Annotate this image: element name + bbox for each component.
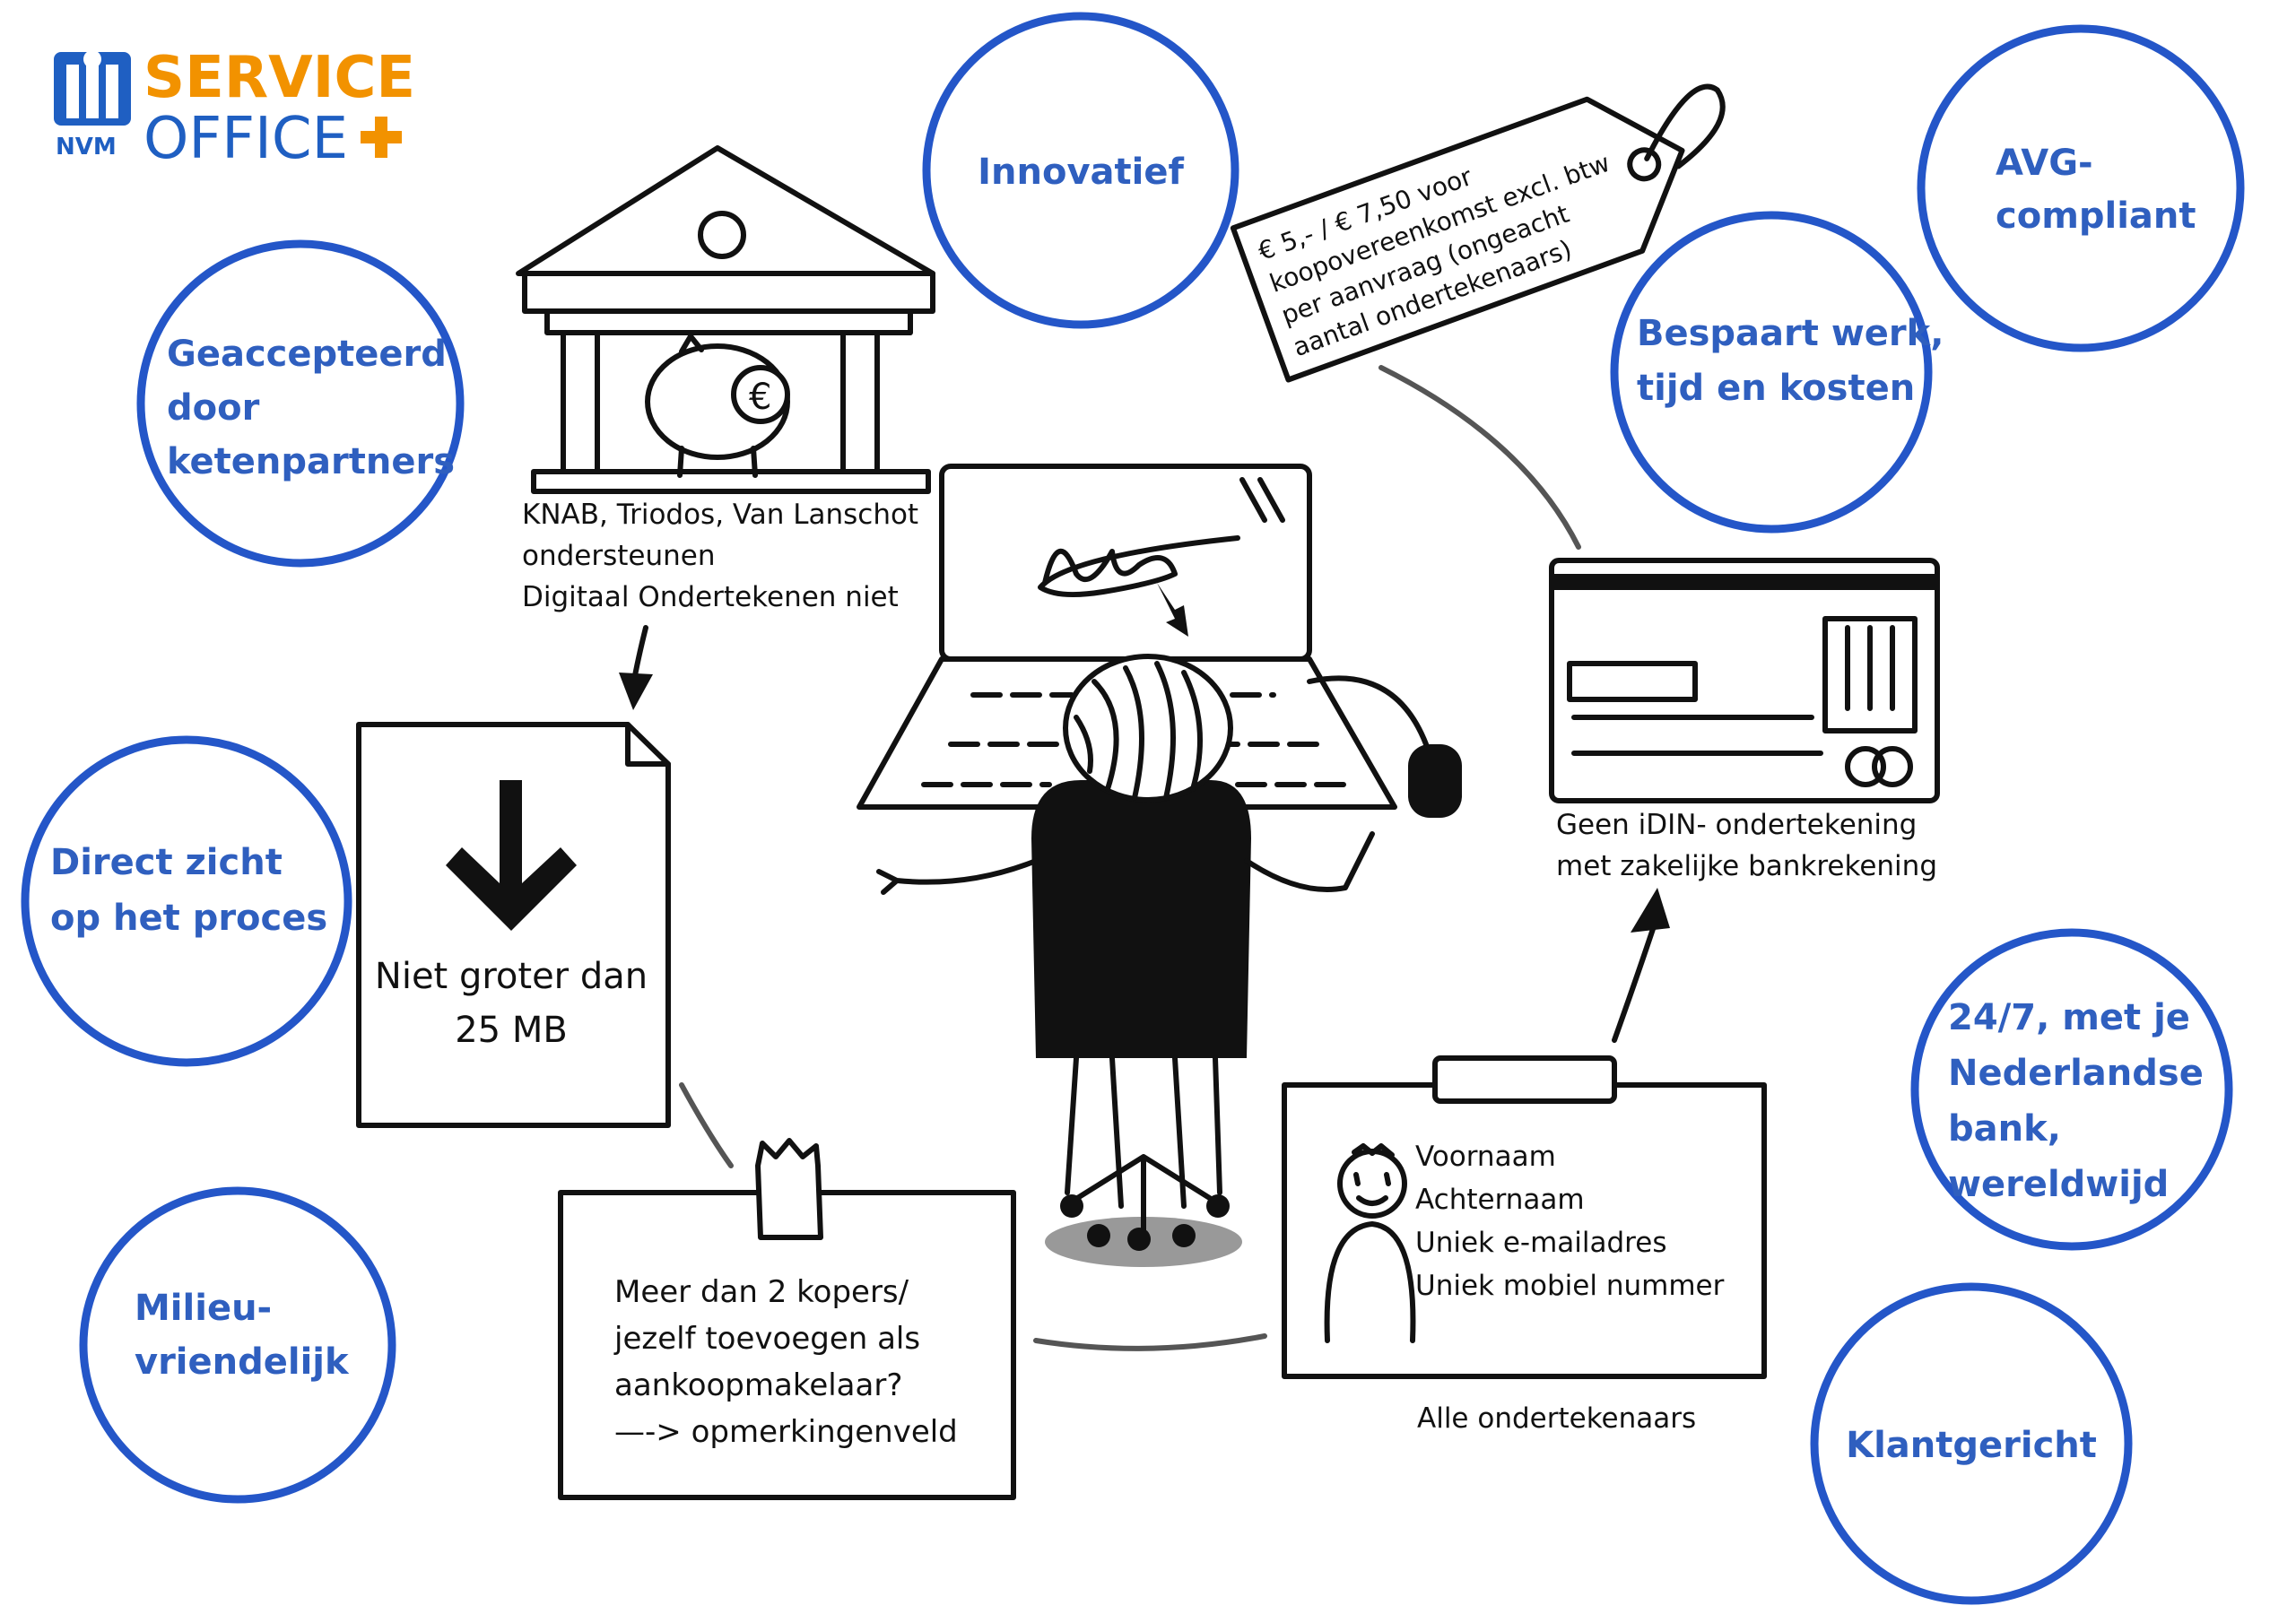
benefit-nederlandse-line1: 24/7, met je	[1948, 997, 2190, 1038]
benefit-klantgericht: Klantgericht	[1810, 1282, 2133, 1605]
arrow-bank-file-head-icon	[619, 673, 653, 710]
connector-lines	[619, 365, 1670, 1351]
benefit-bespaart: Bespaart werk, tijd en kosten	[1610, 211, 1944, 534]
mouse-icon	[1307, 675, 1462, 818]
benefit-geaccepteerd-line2: door	[167, 387, 260, 429]
benefit-klantgericht-label: Klantgericht	[1846, 1425, 2097, 1466]
benefit-avg: AVG- compliant	[1917, 24, 2245, 352]
download-arrow-icon	[446, 780, 577, 931]
arrow-badge-card-head-icon	[1631, 888, 1670, 933]
buyers-note-card	[558, 1190, 1016, 1500]
logo-office-text: OFFICE	[144, 106, 348, 172]
logo-mark-icon	[54, 50, 131, 126]
bank-card-icon	[1549, 558, 1940, 803]
card-note-line1: Geen iDIN- ondertekening	[1556, 809, 1917, 841]
tape-icon	[755, 1138, 823, 1240]
person-figure-icon	[876, 654, 1375, 1267]
buyers-note-line3: aankoopmakelaar?	[614, 1367, 902, 1403]
benefit-avg-line1: AVG-	[1996, 143, 2093, 184]
connector-tag-card	[1378, 365, 1581, 550]
benefit-geaccepteerd-line3: ketenpartners	[167, 441, 455, 482]
id-badge: Voornaam Achternaam Uniek e-mailadres Un…	[1282, 1055, 1767, 1379]
file-document: Niet groter dan 25 MB	[356, 722, 671, 1128]
logo-service-text: SERVICE	[144, 45, 415, 111]
logo-plus-icon	[361, 117, 402, 158]
badge-field-last-name: Achternaam	[1415, 1184, 1585, 1216]
svg-text:€: €	[749, 377, 771, 418]
badge-field-first-name: Voornaam	[1415, 1141, 1556, 1173]
buyers-note: Meer dan 2 kopers/ jezelf toevoegen als …	[558, 1138, 1016, 1500]
badge-field-mobile: Uniek mobiel nummer	[1415, 1270, 1725, 1302]
bank-note-line2: ondersteunen	[522, 540, 716, 572]
benefit-innovatief-label: Innovatief	[978, 152, 1184, 193]
benefit-milieu-line1: Milieu-	[135, 1288, 272, 1329]
benefit-bespaart-line2: tijd en kosten	[1637, 368, 1915, 409]
benefit-nederlandse-line2: Nederlandse	[1948, 1053, 2204, 1094]
id-badge-clip	[1432, 1055, 1617, 1104]
bank-note-line1: KNAB, Triodos, Van Lanschot	[522, 499, 918, 531]
buyers-note-line1: Meer dan 2 kopers/	[614, 1274, 909, 1310]
buyers-note-line2: jezelf toevoegen als	[613, 1321, 920, 1357]
benefit-bespaart-line1: Bespaart werk,	[1637, 313, 1944, 354]
price-tag-shape	[1230, 96, 1685, 383]
connector-file-note	[679, 1082, 734, 1168]
card-note-line2: met zakelijke bankrekening	[1556, 850, 1937, 882]
badge-field-email: Uniek e-mailadres	[1415, 1227, 1666, 1259]
file-limit-line1: Niet groter dan	[375, 956, 648, 997]
person-avatar-icon	[1324, 1143, 1416, 1343]
benefit-direct-line1: Direct zicht	[50, 842, 283, 883]
arrow-badge-card-shaft	[1612, 921, 1657, 1043]
price-tag: € 5,- / € 7,50 voor koopovereenkomst exc…	[1230, 83, 1726, 383]
connector-note-badge	[1033, 1333, 1267, 1351]
nvm-logo: SERVICE NVM OFFICE	[54, 45, 415, 172]
benefit-geaccepteerd-line1: Geaccepteerd	[167, 334, 447, 375]
cursor-icon	[1157, 583, 1188, 637]
benefit-nederlandse-line4: wereldwijd	[1948, 1164, 2169, 1205]
file-document-fold	[625, 722, 671, 767]
id-badge-card	[1282, 1082, 1767, 1379]
badge-caption: Alle ondertekenaars	[1417, 1402, 1696, 1435]
laptop-icon	[857, 464, 1397, 810]
benefit-milieu: Milieu- vriendelijk	[79, 1186, 396, 1504]
price-tag-hole-icon	[1627, 147, 1662, 182]
benefit-milieu-line2: vriendelijk	[135, 1341, 350, 1383]
bank-building-icon: €	[516, 145, 935, 494]
logo-nvm-text: NVM	[56, 134, 117, 161]
file-limit-line2: 25 MB	[455, 1010, 568, 1051]
buyers-note-line4: —-> opmerkingenveld	[614, 1414, 958, 1450]
benefit-geaccepteerd: Geaccepteerd door ketenpartners	[136, 239, 465, 568]
benefit-nederlandse: 24/7, met je Nederlandse bank, wereldwij…	[1910, 928, 2233, 1251]
benefit-avg-line2: compliant	[1996, 195, 2196, 237]
piggy-bank-icon: €	[645, 334, 790, 478]
benefit-direct-line2: op het proces	[50, 898, 327, 939]
benefit-direct: Direct zicht op het proces	[21, 735, 352, 1067]
bank-note-line3: Digitaal Ondertekenen niet	[522, 581, 899, 613]
signature-scribble-icon	[1038, 535, 1240, 597]
price-tag-string-icon	[1644, 83, 1726, 169]
benefit-innovatief: Innovatief	[922, 12, 1239, 329]
card-logo-icon	[1845, 746, 1913, 787]
benefit-nederlandse-line3: bank,	[1948, 1108, 2061, 1150]
